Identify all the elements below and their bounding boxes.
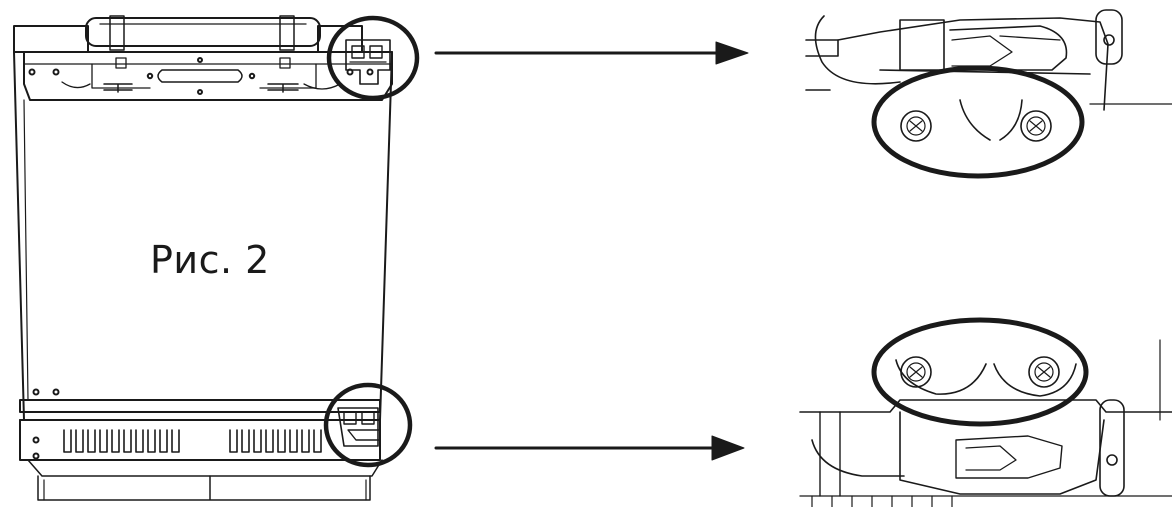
vent-slots [63, 429, 322, 453]
bottom-hinge-closeup [799, 339, 1172, 507]
top-hinge-closeup [805, 9, 1172, 142]
bottom-hinge-on-appliance [337, 407, 381, 447]
arrow-top [434, 41, 749, 65]
top-hinge-marker-circle [326, 15, 420, 101]
figure-caption: Рис. 2 [150, 238, 270, 282]
appliance-outline [13, 15, 393, 501]
top-screws-marker-circle [871, 65, 1085, 179]
bottom-screws-marker-circle [871, 317, 1089, 427]
top-hinge-on-appliance [345, 39, 391, 85]
bottom-hinge-marker-circle [323, 382, 413, 468]
arrow-bottom [434, 435, 745, 461]
